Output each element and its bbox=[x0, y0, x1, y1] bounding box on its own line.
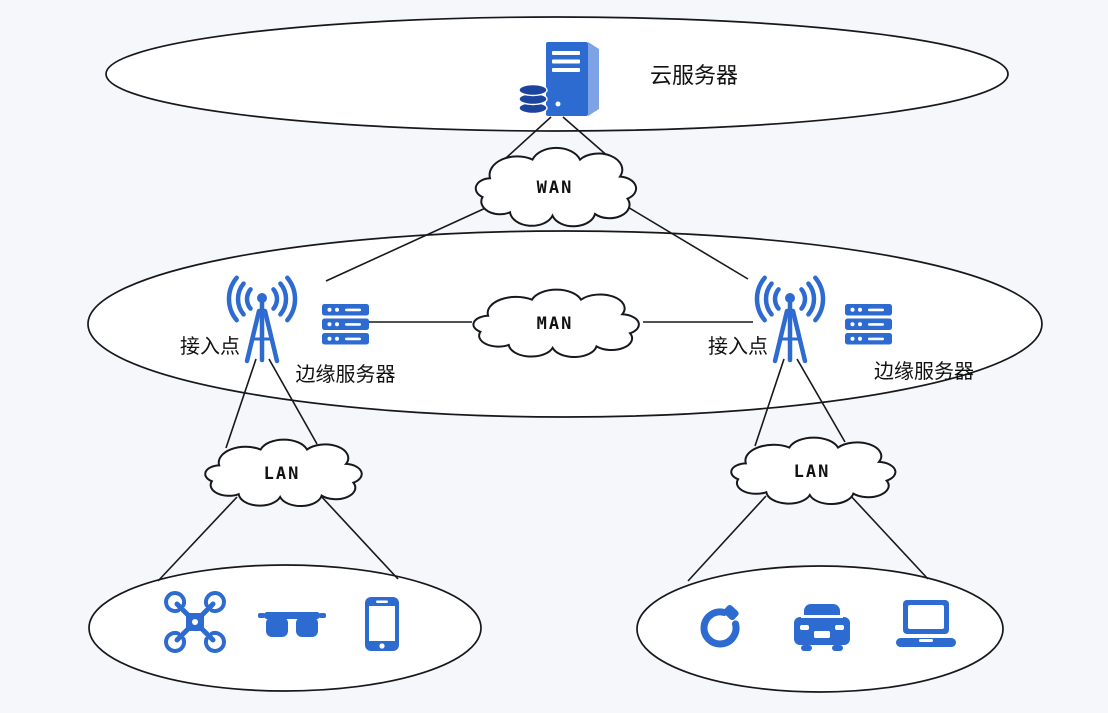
link-wan-ap-right bbox=[620, 202, 749, 280]
access-point-label-left: 接入点 bbox=[180, 335, 240, 358]
laptop-icon bbox=[896, 600, 956, 647]
edge-server-icon-left bbox=[322, 304, 369, 345]
link-ap-lan-left-1 bbox=[225, 358, 257, 449]
link-ap-lan-right-1 bbox=[754, 358, 785, 447]
link-ap-lan-left-2 bbox=[268, 358, 318, 445]
wan-label: WAN bbox=[537, 178, 574, 198]
ar-glasses-icon bbox=[258, 612, 326, 637]
edge-server-label-right: 边缘服务器 bbox=[874, 360, 974, 383]
lan-label-right: LAN bbox=[794, 462, 831, 482]
access-point-label-right: 接入点 bbox=[708, 335, 768, 358]
car-icon bbox=[794, 604, 850, 651]
man-label: MAN bbox=[537, 314, 574, 334]
cloud-server-icon bbox=[518, 42, 599, 116]
edge-server-icon-right bbox=[845, 304, 892, 345]
link-lan-devices-right-1 bbox=[687, 495, 767, 582]
link-ap-lan-right-2 bbox=[796, 358, 846, 443]
link-lan-devices-left-1 bbox=[157, 496, 238, 582]
lan-label-left: LAN bbox=[264, 464, 301, 484]
database-icon bbox=[518, 83, 548, 115]
edge-server-label-left: 边缘服务器 bbox=[296, 363, 396, 386]
smartphone-icon bbox=[365, 597, 399, 651]
access-point-icon-left bbox=[226, 275, 298, 364]
access-point-icon-right bbox=[754, 275, 826, 364]
link-lan-devices-left-2 bbox=[319, 494, 399, 580]
link-wan-ap-left bbox=[325, 205, 491, 282]
cloud-server-label: 云服务器 bbox=[650, 63, 738, 88]
link-lan-devices-right-2 bbox=[848, 493, 929, 580]
smart-band-icon bbox=[700, 604, 740, 648]
drone-icon bbox=[164, 591, 226, 653]
